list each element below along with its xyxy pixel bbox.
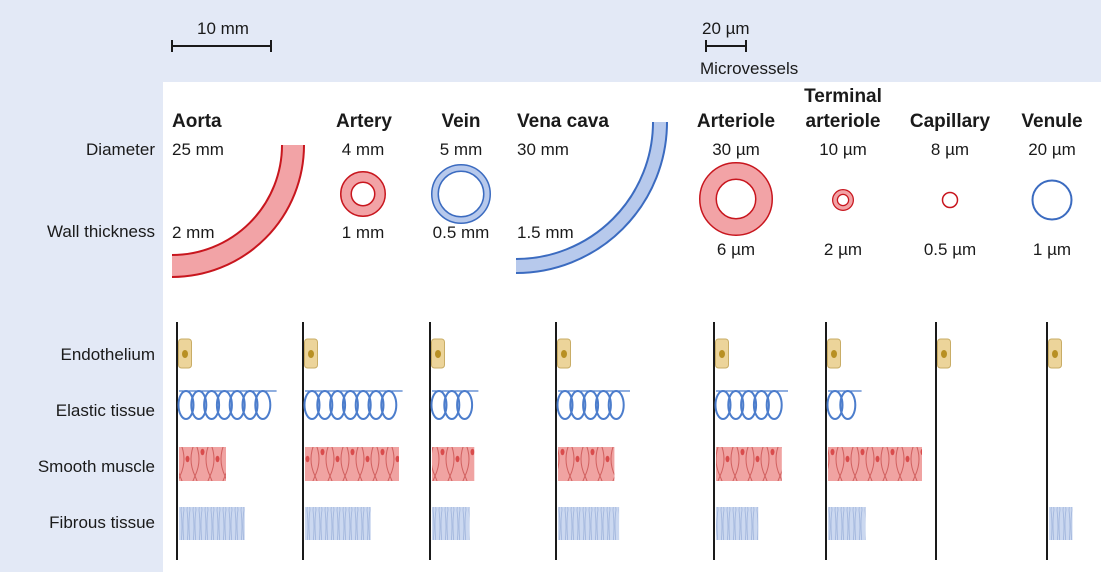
fibrous-tissue-aorta — [179, 507, 245, 540]
elastic-coil-terminal-arteriole — [826, 390, 862, 420]
artery-cross-section-fill — [341, 172, 385, 216]
elastic-coil-aorta — [177, 390, 277, 420]
smooth-muscle-arteriole — [716, 447, 782, 481]
scale-label-micro: 20 µm — [702, 19, 750, 38]
microvessels-label: Microvessels — [700, 59, 799, 78]
smooth-muscle-vein — [432, 447, 475, 481]
vein-cross-section-fill — [432, 165, 490, 223]
vessel-name-artery: Artery — [336, 111, 392, 132]
vessel-name-arteriole: Arteriole — [696, 111, 776, 132]
scale-label-macro: 10 mm — [197, 19, 249, 38]
wall-vein: 0.5 mm — [432, 223, 490, 242]
vessel-name-capillary: Capillary — [909, 111, 991, 132]
vessel-name-vein: Vein — [441, 111, 481, 132]
fibrous-tissue-arteriole — [716, 507, 759, 540]
diameter-terminal-arteriole: 10 µm — [819, 140, 867, 159]
endothelium-nucleus-vena-cava — [561, 350, 567, 358]
diameter-arteriole: 30 µm — [712, 140, 760, 159]
vessel-layer-columns — [176, 322, 1073, 560]
row-label-fibrous-tissue: Fibrous tissue — [49, 513, 155, 532]
endothelium-nucleus-capillary — [941, 350, 947, 358]
row-label-diameter: Diameter — [86, 140, 155, 159]
vena-cava-wall-arc-fill — [515, 121, 666, 272]
fibrous-tissue-venule — [1049, 507, 1073, 540]
elastic-coil-arteriole — [714, 390, 788, 420]
scale-bar-micro — [705, 40, 747, 52]
vessel-name-terminal-arteriole-line2: arteriole — [805, 111, 881, 132]
vessel-name-aorta: Aorta — [172, 111, 222, 132]
terminal-arteriole-cross-section-fill — [833, 190, 853, 210]
endothelium-nucleus-aorta — [182, 350, 188, 358]
smooth-muscle-terminal-arteriole — [828, 447, 922, 481]
elastic-coil-vena-cava — [556, 390, 630, 420]
capillary-cross-section — [941, 191, 959, 209]
fibrous-tissue-artery — [305, 507, 371, 540]
fibrous-tissue-vein — [432, 507, 470, 540]
arteriole-cross-section-fill — [700, 163, 772, 235]
smooth-muscle-aorta — [179, 447, 226, 481]
wall-arteriole: 6 µm — [716, 240, 756, 259]
diameter-aorta: 25 mm — [172, 140, 224, 159]
endothelium-nucleus-terminal-arteriole — [831, 350, 837, 358]
endothelium-nucleus-venule — [1052, 350, 1058, 358]
scale-bar-macro — [171, 40, 272, 52]
vessel-name-vena-cava: Vena cava — [517, 111, 609, 132]
endothelium-nucleus-artery — [308, 350, 314, 358]
wall-aorta: 2 mm — [172, 223, 215, 242]
diameter-artery: 4 mm — [341, 140, 385, 159]
aorta-wall-arc-fill — [171, 144, 303, 276]
diameter-vena-cava: 30 mm — [517, 140, 569, 159]
wall-vena-cava: 1.5 mm — [517, 223, 574, 242]
row-label-endothelium: Endothelium — [60, 345, 155, 364]
diameter-capillary: 8 µm — [930, 140, 970, 159]
fibrous-tissue-terminal-arteriole — [828, 507, 866, 540]
venule-cross-section — [1031, 179, 1073, 221]
wall-venule: 1 µm — [1032, 240, 1072, 259]
endothelium-nucleus-arteriole — [719, 350, 725, 358]
wall-artery: 1 mm — [341, 223, 385, 242]
elastic-coil-vein — [430, 390, 479, 420]
row-label-smooth-muscle: Smooth muscle — [37, 457, 155, 476]
fibrous-tissue-vena-cava — [558, 507, 620, 540]
wall-capillary: 0.5 µm — [923, 240, 977, 259]
diameter-venule: 20 µm — [1028, 140, 1076, 159]
endothelium-nucleus-vein — [435, 350, 441, 358]
vessel-name-venule: Venule — [1021, 111, 1083, 132]
row-label-wall-thickness: Wall thickness — [46, 222, 155, 241]
vessel-name-terminal-arteriole-line1: Terminal — [804, 86, 882, 107]
smooth-muscle-vena-cava — [558, 447, 615, 481]
elastic-coil-artery — [303, 390, 403, 420]
row-label-elastic-tissue: Elastic tissue — [55, 401, 155, 420]
wall-terminal-arteriole: 2 µm — [823, 240, 863, 259]
smooth-muscle-artery — [305, 447, 399, 481]
diameter-vein: 5 mm — [439, 140, 483, 159]
